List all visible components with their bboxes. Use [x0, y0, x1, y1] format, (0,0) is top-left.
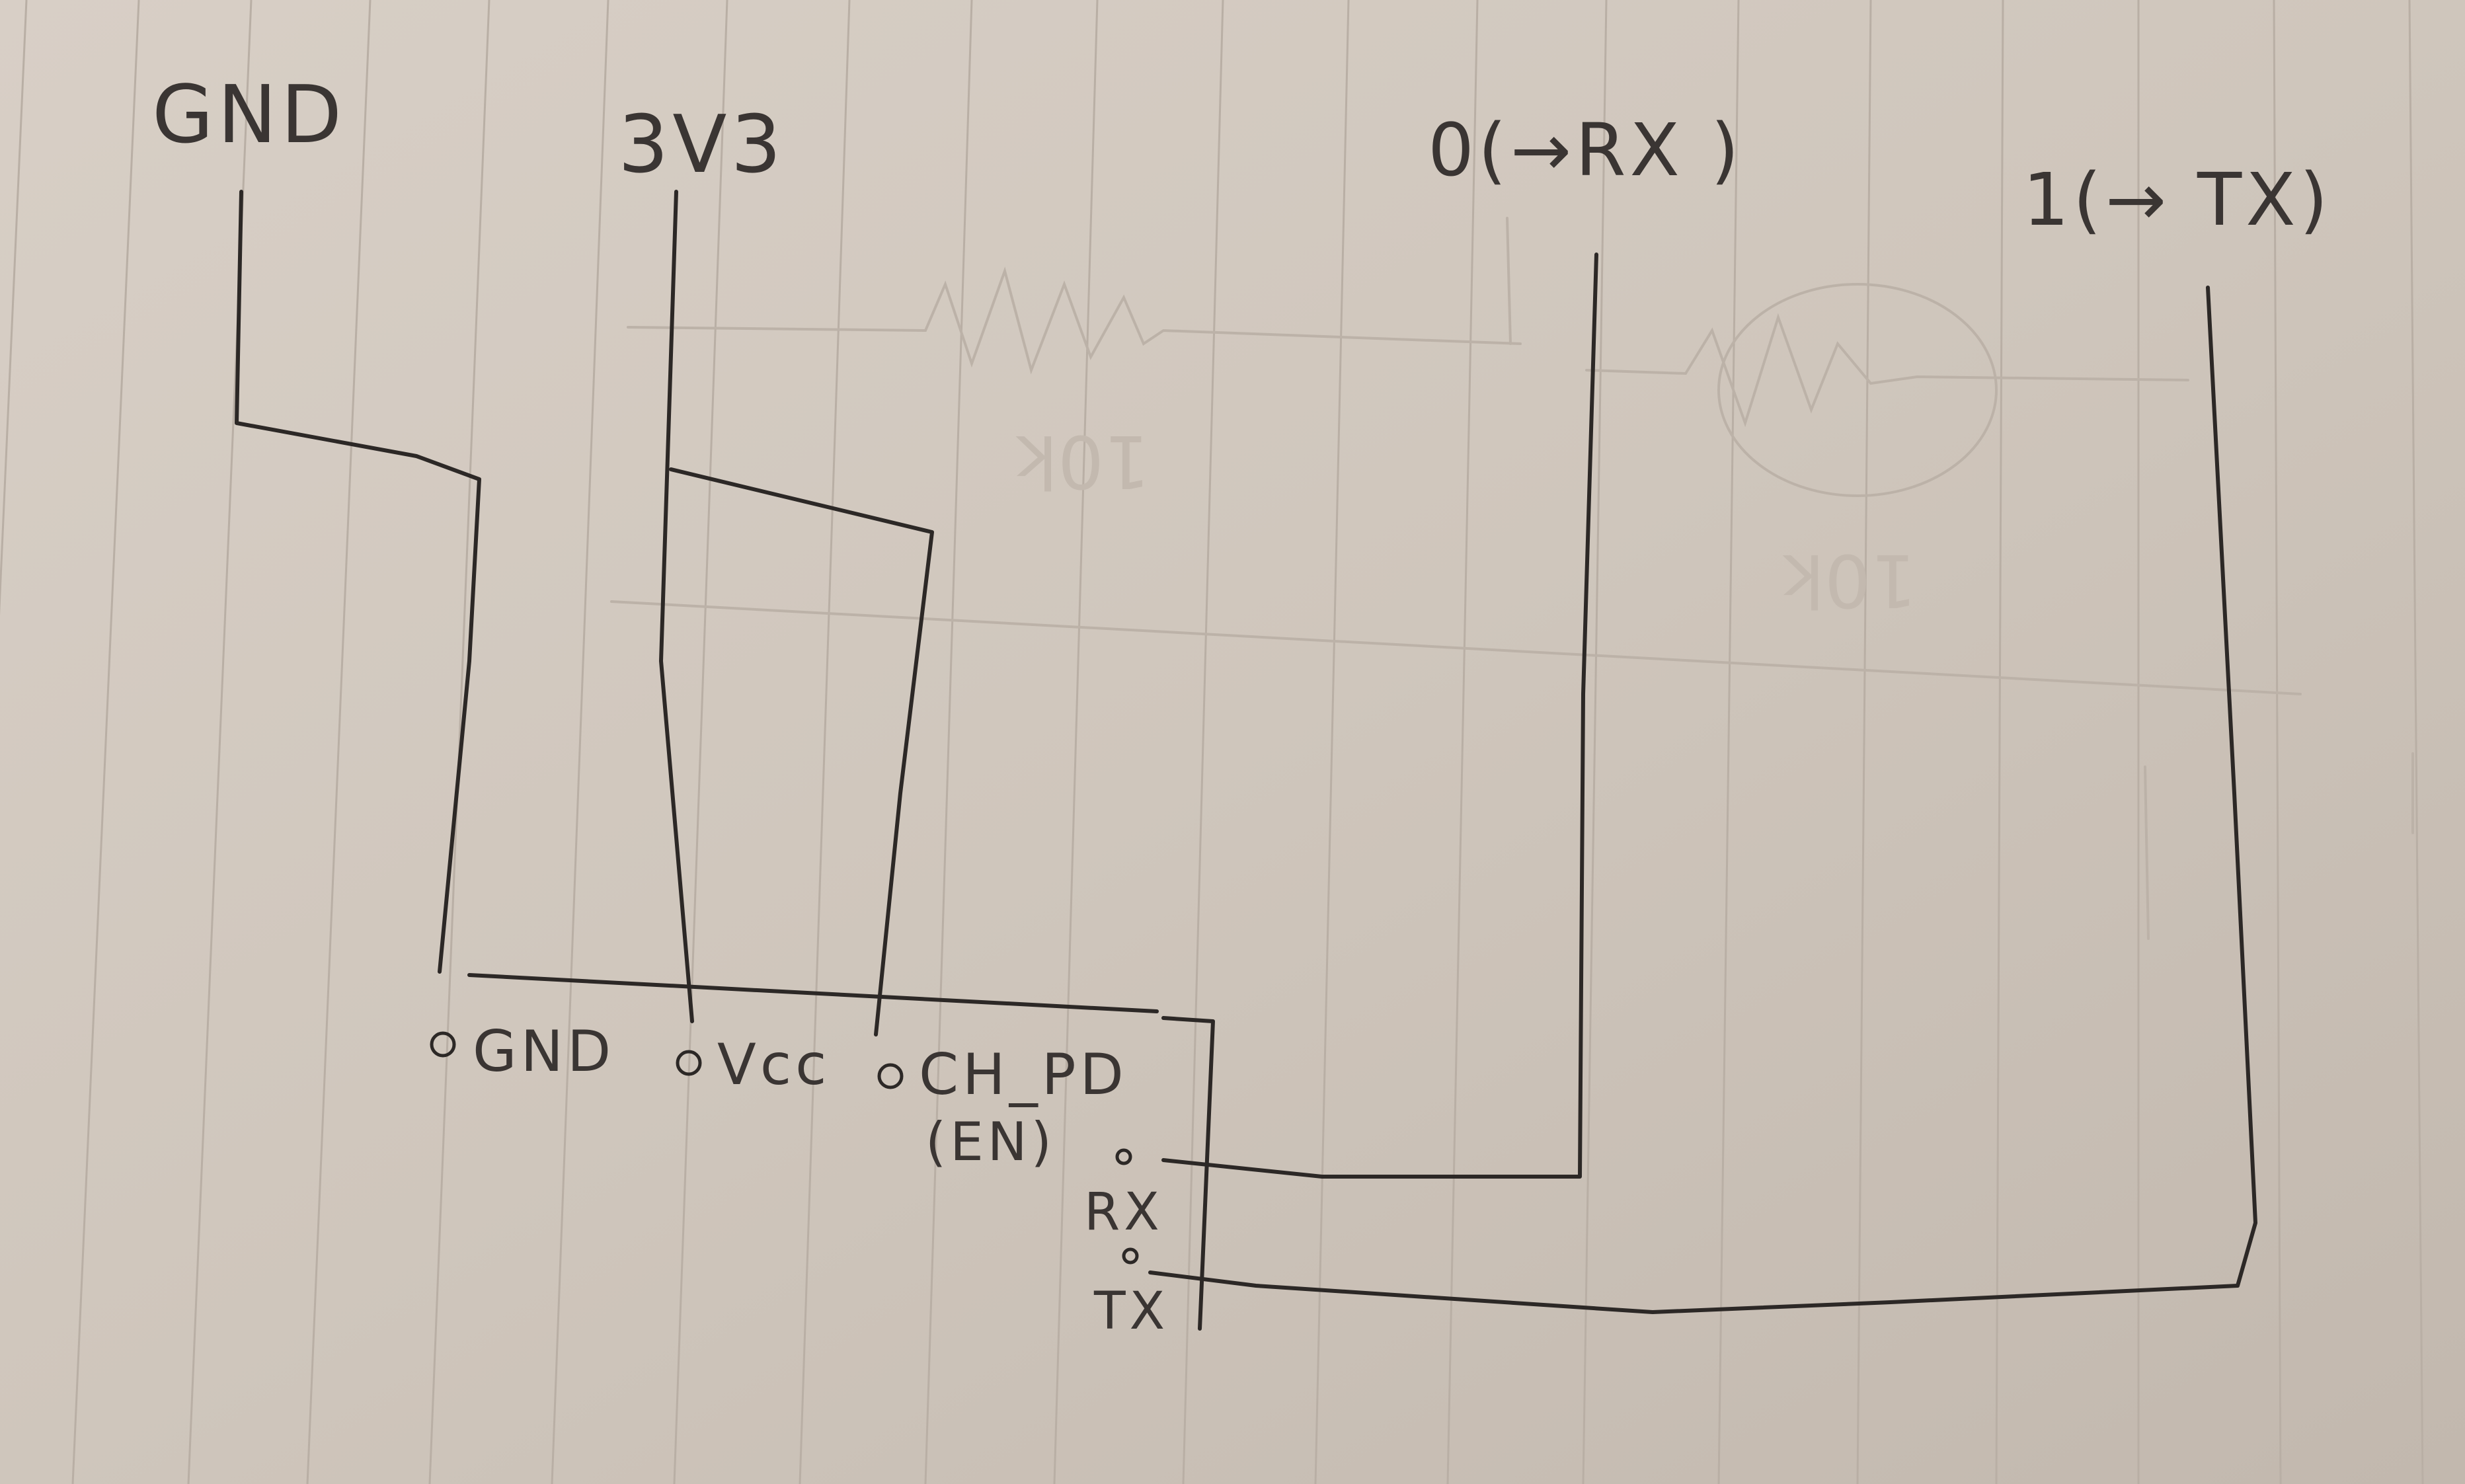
wire-3v3-vcc [659, 190, 694, 1023]
pin-vcc-dot [676, 1050, 702, 1076]
wire-pin1-tx [1148, 286, 2257, 1314]
label-3v3-top: 3V3 [618, 99, 785, 191]
bleed-through-sketch: 10k 10k [610, 217, 2414, 940]
pin-gnd-dot [430, 1031, 456, 1058]
pin-label-chpd-en: (EN) [925, 1111, 1056, 1173]
pin-rx-dot [1115, 1148, 1132, 1165]
label-pin0-rx: 0(→RX ) [1428, 108, 1743, 192]
wire-3v3-chpd [669, 467, 934, 1036]
pin-label-tx: TX [1093, 1282, 1169, 1341]
module-header-outline [467, 973, 1159, 1013]
pin-label-rx: RX [1084, 1183, 1163, 1242]
pin-label-vcc: Vcc [717, 1032, 830, 1098]
module-side-outline [1161, 1016, 1215, 1331]
ghost-label-resistor-2: 10k [1782, 538, 1917, 623]
pin-tx-dot [1122, 1247, 1139, 1265]
pin-label-gnd: GND [473, 1019, 615, 1085]
wire-pin0-rx [1161, 253, 1598, 1179]
ghost-label-resistor-1: 10k [1015, 419, 1150, 504]
pin-label-chpd: CH_PD [919, 1042, 1128, 1108]
wire-gnd [235, 190, 481, 974]
label-gnd-top: GND [152, 69, 346, 161]
label-pin1-tx: 1(→ TX) [2023, 157, 2332, 242]
pin-chpd-dot [877, 1063, 904, 1089]
